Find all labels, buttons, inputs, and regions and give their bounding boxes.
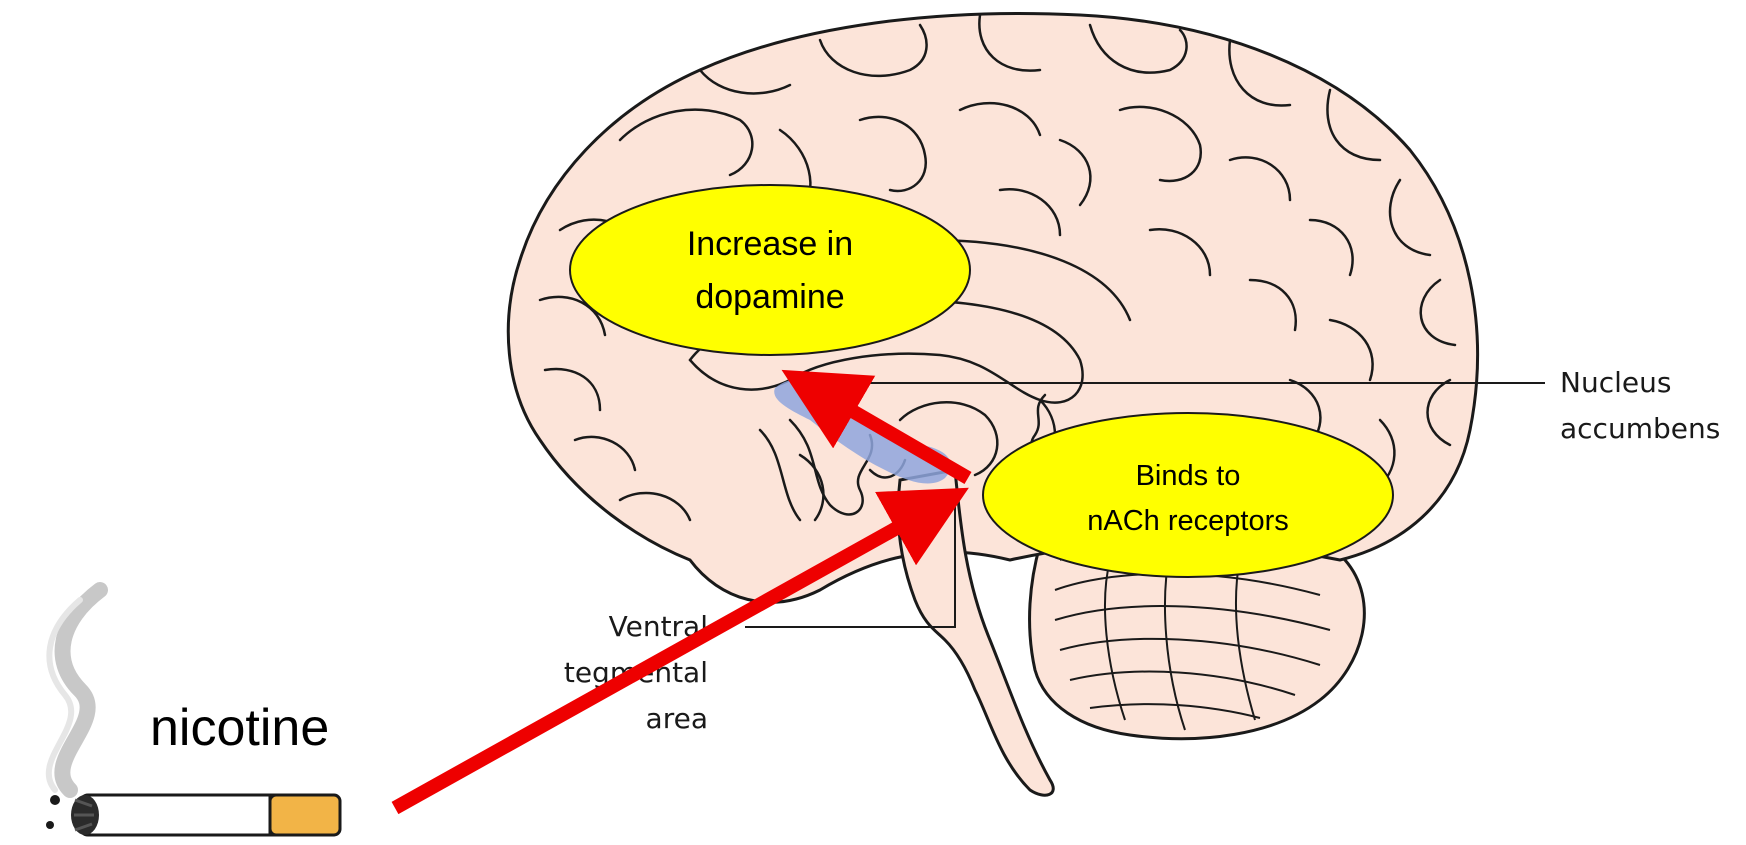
cigarette-icon [46,795,340,835]
nicotine-to-vta-arrow [395,515,920,808]
dopamine-label-line1: Increase in [687,225,853,263]
receptor-callout: Binds to nACh receptors [983,413,1393,577]
nucleus-accumbens-label-line1: Nucleus [1560,366,1671,399]
dopamine-label-line2: dopamine [695,278,844,316]
nucleus-accumbens-label-line2: accumbens [1560,412,1720,445]
receptor-label-line2: nACh receptors [1087,505,1289,537]
vta-label-line3: area [646,702,708,735]
smoke-wisps [49,590,100,790]
dopamine-callout: Increase in dopamine [570,185,970,355]
nicotine-label: nicotine [150,699,329,757]
receptor-label-line1: Binds to [1136,460,1241,492]
